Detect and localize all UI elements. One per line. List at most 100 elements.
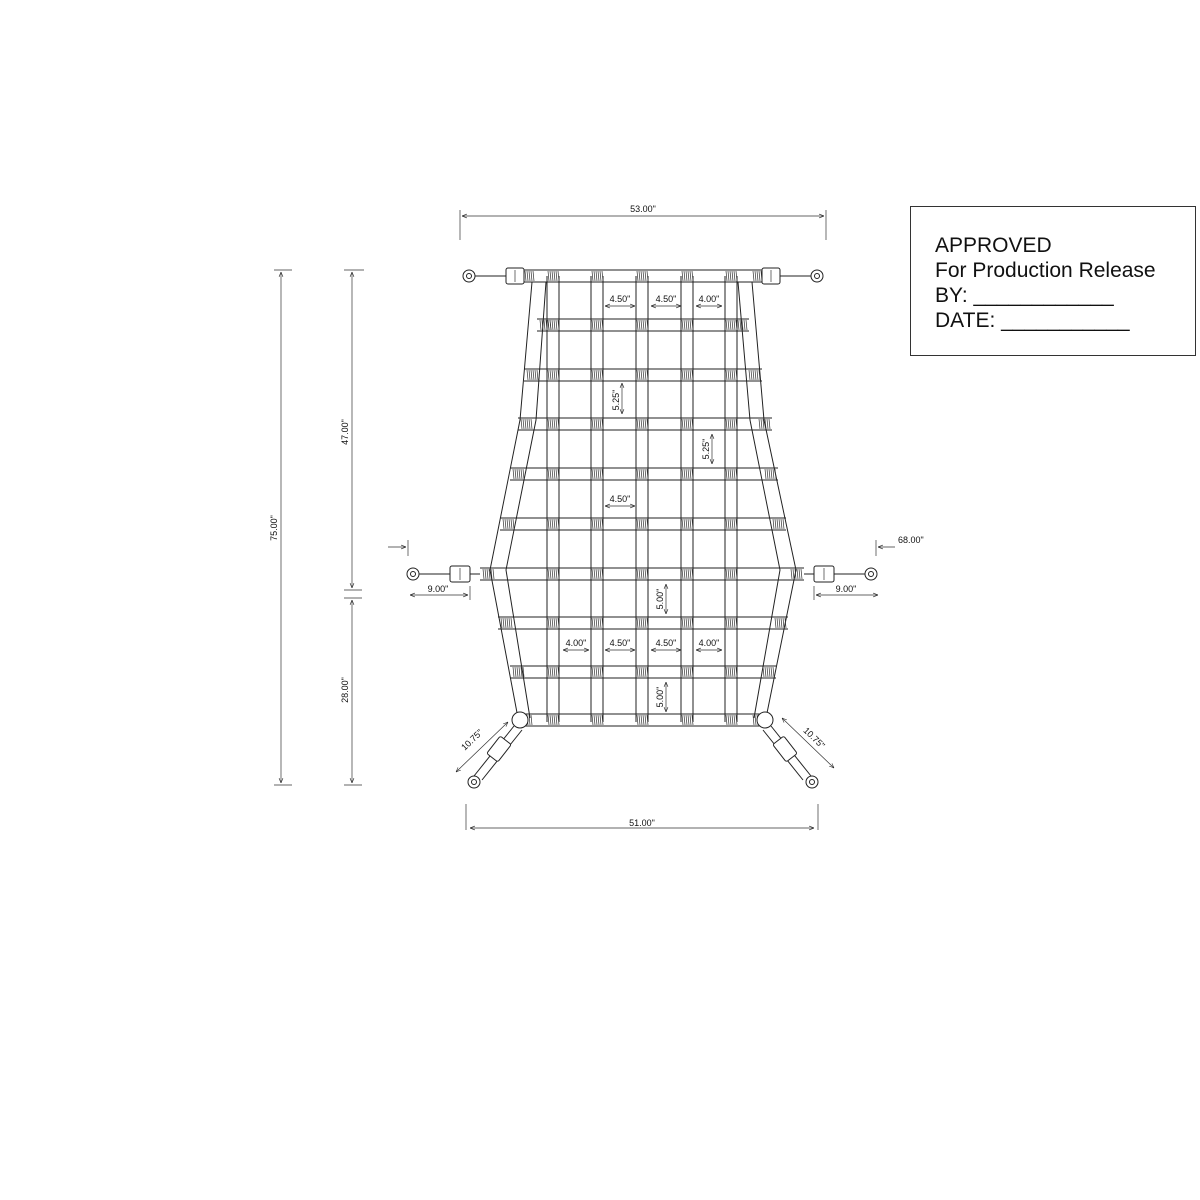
stitch-mark (644, 666, 647, 678)
stitch-mark (780, 518, 783, 530)
stitch-mark (687, 418, 690, 430)
stitch-mark (557, 270, 560, 282)
stitch-mark (731, 468, 734, 480)
stitch-mark (591, 418, 594, 430)
stitch-mark (681, 714, 684, 726)
stitch-mark (644, 714, 647, 726)
stitch-mark (534, 369, 537, 381)
stitch-mark (731, 518, 734, 530)
stitch-mark (782, 518, 785, 530)
stitch-mark (636, 714, 639, 726)
stitch-mark (555, 714, 558, 726)
stitch-mark (752, 714, 755, 726)
stitch-mark (591, 568, 594, 580)
stitch-mark (685, 666, 688, 678)
stitch-mark (750, 369, 753, 381)
stitch-mark (729, 418, 732, 430)
dim-overall-height-label: 75.00" (269, 515, 279, 541)
stitch-mark (595, 617, 598, 629)
approval-by-field: BY: ____________ (935, 284, 1114, 307)
stitch-mark (557, 617, 560, 629)
hook-bottom-right (805, 775, 819, 789)
stitch-mark (593, 714, 596, 726)
stitch-mark (601, 468, 604, 480)
stitch-mark (522, 666, 525, 678)
stitch-mark (729, 518, 732, 530)
hook-side-left-eye (410, 571, 416, 577)
stitch-mark (683, 714, 686, 726)
stitch-mark (727, 518, 730, 530)
stitch-mark (520, 666, 523, 678)
stitch-mark (646, 319, 649, 331)
stitch-mark (490, 568, 493, 580)
stitch-mark (752, 369, 755, 381)
stitch-mark (549, 617, 552, 629)
stitch-mark (725, 418, 728, 430)
stitch-mark (800, 568, 803, 580)
stitch-mark (646, 270, 649, 282)
dim-bot-gap-b: 4.50" (610, 638, 631, 648)
stitch-mark (774, 518, 777, 530)
stitch-mark (727, 468, 730, 480)
stitch-mark (644, 617, 647, 629)
stitch-mark (636, 369, 639, 381)
stitch-mark (638, 319, 641, 331)
stitch-mark (646, 568, 649, 580)
stitch-mark (725, 714, 728, 726)
stitch-mark (597, 270, 600, 282)
stitch-mark (727, 568, 730, 580)
stitch-mark (553, 617, 556, 629)
stitch-mark (776, 617, 779, 629)
stitch-mark (729, 666, 732, 678)
stitch-mark (735, 518, 738, 530)
stitch-mark (685, 418, 688, 430)
net-vertical-straps (546, 276, 738, 722)
stitch-mark (530, 270, 533, 282)
stitch-mark (790, 568, 793, 580)
stitch-mark (593, 468, 596, 480)
stitch-mark (638, 418, 641, 430)
stitch-mark (640, 714, 643, 726)
stitch-mark (640, 468, 643, 480)
stitch-mark (557, 568, 560, 580)
stitch-mark (798, 568, 801, 580)
stitch-mark (766, 418, 769, 430)
stitch-mark (636, 518, 639, 530)
stitch-mark (551, 270, 554, 282)
stitch-mark (644, 418, 647, 430)
stitch-mark (733, 270, 736, 282)
hook-bottom-left (467, 775, 481, 789)
stitch-mark (638, 714, 641, 726)
stitch-mark (595, 319, 598, 331)
stitch-mark (536, 369, 539, 381)
stitch-mark (599, 418, 602, 430)
stitch-mark (599, 518, 602, 530)
stitch-mark (683, 418, 686, 430)
stitch-mark (731, 418, 734, 430)
stitch-mark (551, 518, 554, 530)
stitch-mark (642, 617, 645, 629)
stitch-mark (516, 468, 519, 480)
stitch-mark (796, 568, 799, 580)
stitch-mark (555, 319, 558, 331)
stitch-mark (514, 468, 517, 480)
stitch-mark (642, 568, 645, 580)
stitch-mark (762, 666, 765, 678)
stitch-mark (729, 319, 732, 331)
stitch-mark (644, 369, 647, 381)
stitch-mark (528, 418, 531, 430)
stitch-mark (685, 714, 688, 726)
stitch-mark (640, 617, 643, 629)
stitch-mark (599, 319, 602, 331)
stitch-mark (591, 666, 594, 678)
stitch-mark (510, 617, 513, 629)
stitch-mark (681, 468, 684, 480)
stitch-mark (547, 270, 550, 282)
stitch-mark (770, 468, 773, 480)
stitch-mark (762, 418, 765, 430)
stitch-mark (502, 617, 505, 629)
ring-bottom-left (511, 711, 529, 729)
stitch-mark (687, 369, 690, 381)
stitch-mark (551, 666, 554, 678)
stitch-mark (593, 319, 596, 331)
